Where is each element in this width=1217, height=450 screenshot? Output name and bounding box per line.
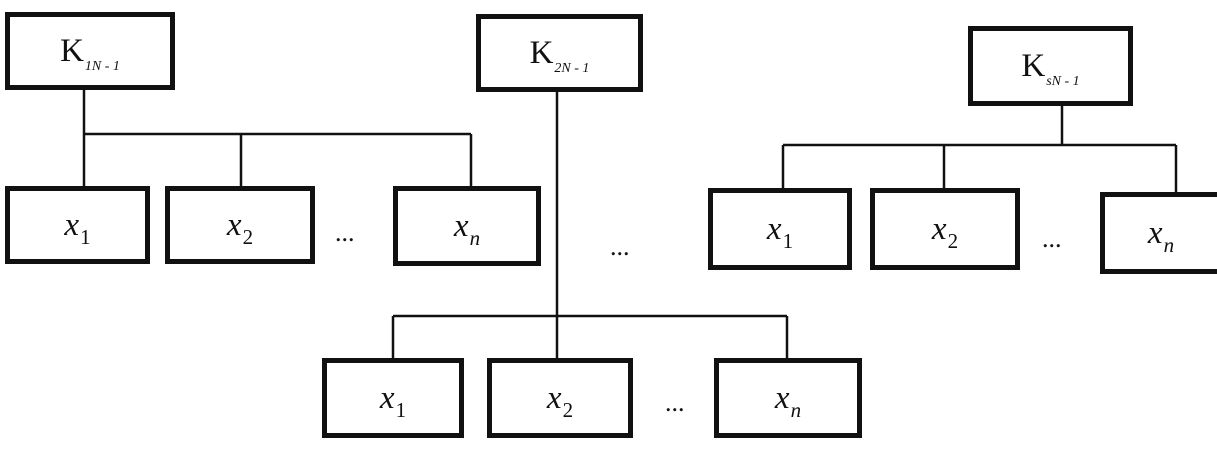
tree3-root-label: KsN - 1 xyxy=(1021,47,1080,89)
tree1-root-node: K1N - 1 xyxy=(5,12,175,90)
tree3-root-node: KsN - 1 xyxy=(968,26,1133,106)
tree2-root-node: K2N - 1 xyxy=(476,14,643,92)
tree1-leaf-1: x1 xyxy=(5,186,150,264)
tree1-root-label: K1N - 1 xyxy=(60,32,120,74)
tree1-leaf-2: x2 xyxy=(165,186,315,264)
tree2-ellipsis: ... xyxy=(665,388,685,417)
tree3-ellipsis: ... xyxy=(1042,224,1062,253)
between-trees-ellipsis: ... xyxy=(610,232,630,261)
tree2-leaf-2: x2 xyxy=(487,358,633,438)
tree2-leaf-1: x1 xyxy=(322,358,464,438)
tree2-leaf-n: xn xyxy=(714,358,862,438)
tree1-leaf-n: xn xyxy=(393,186,541,266)
tree3-leaf-2: x2 xyxy=(870,188,1020,270)
tree3-leaf-n: xn xyxy=(1100,192,1217,274)
tree1-ellipsis: ... xyxy=(335,218,355,247)
tree2-root-label: K2N - 1 xyxy=(529,34,590,76)
tree3-leaf-1: x1 xyxy=(708,188,852,270)
